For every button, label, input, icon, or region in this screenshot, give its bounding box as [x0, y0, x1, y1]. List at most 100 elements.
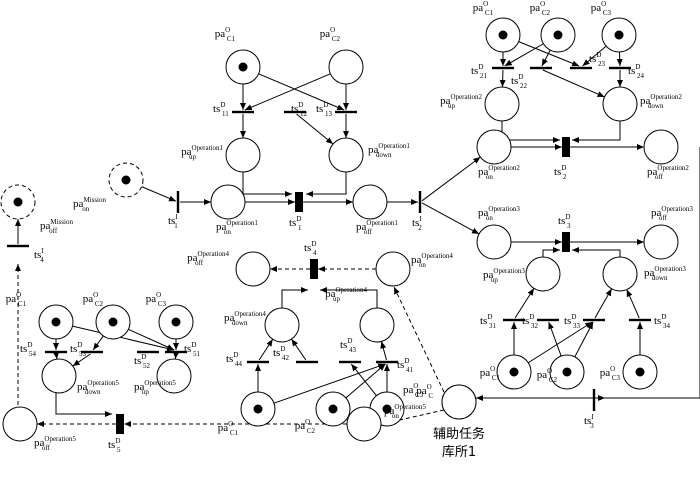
nodes-layer — [1, 18, 678, 441]
place-op1_on — [211, 185, 245, 219]
place-c1_op1 — [226, 50, 260, 84]
token-dot — [172, 318, 181, 327]
token-dot — [122, 176, 131, 185]
place-op5_on — [347, 407, 381, 441]
transition-ts21D — [492, 67, 514, 69]
transition-ts5D — [116, 414, 124, 434]
transition-ts42D — [296, 361, 318, 363]
place-circle — [477, 130, 511, 164]
token-dot — [510, 368, 519, 377]
token-dot — [109, 318, 118, 327]
transition-ts33D — [583, 319, 605, 321]
transition-ts3I — [593, 389, 595, 411]
transition-ts2D — [562, 137, 570, 157]
place-op2_up — [485, 87, 519, 121]
token-dot — [329, 405, 338, 414]
arc-ts44D-to-op4_down — [259, 339, 273, 360]
token-dot — [254, 405, 263, 414]
place-depot — [442, 385, 476, 419]
token-dot — [563, 368, 572, 377]
transition-ts34D — [629, 319, 651, 321]
route-arc-3 — [394, 287, 444, 392]
arc-c2_op3-to-ts32D — [549, 322, 561, 356]
place-op3_off — [644, 225, 678, 259]
place-op1_down — [329, 138, 363, 172]
place-c2_op5 — [96, 305, 130, 339]
place-mission_off — [1, 185, 35, 219]
place-circle — [236, 252, 270, 286]
place-circle — [526, 257, 560, 291]
place-op1_off — [353, 185, 387, 219]
arc-ts2I-to-op2_on — [422, 157, 480, 201]
transition-ts23D — [570, 67, 592, 69]
arc-ts12D-to-op1_down — [297, 114, 333, 144]
place-c2_op1 — [329, 50, 363, 84]
place-circle — [360, 308, 394, 342]
place-c1_op4 — [241, 392, 275, 426]
route-arc-9 — [572, 121, 620, 140]
transition-ts41D — [376, 361, 398, 363]
place-circle — [265, 308, 299, 342]
route-arc-7 — [306, 172, 346, 194]
token-dot — [14, 198, 23, 207]
route-arc-12 — [282, 290, 308, 308]
arc-ts22D-to-op2_down — [543, 70, 605, 97]
place-circle — [603, 87, 637, 121]
place-c2_op4 — [316, 392, 350, 426]
place-circle — [157, 359, 191, 393]
arc-ts42D-to-op4_down — [292, 339, 306, 360]
place-circle — [3, 407, 37, 441]
depot-label-line2: 库所1 — [442, 444, 476, 460]
place-circle — [644, 225, 678, 259]
arc-c2_op5-to-ts53D — [93, 336, 103, 350]
route-arc-10 — [543, 250, 560, 257]
place-circle — [42, 359, 76, 393]
place-c2_op2 — [541, 18, 575, 52]
place-op1_up — [226, 138, 260, 172]
place-circle — [211, 185, 245, 219]
arc-ts54D-to-op5_down — [56, 354, 57, 359]
arc-ts41D-to-op4_up — [381, 341, 386, 360]
place-op2_on — [477, 130, 511, 164]
transition-ts1I — [177, 191, 179, 213]
transition-ts32D — [537, 319, 559, 321]
transition-ts44D — [247, 361, 269, 363]
place-circle — [329, 50, 363, 84]
transition-ts22D — [530, 67, 552, 69]
token-dot — [636, 368, 645, 377]
depot-label-line1: 辅助任务 — [433, 426, 485, 442]
token-dot — [615, 31, 624, 40]
arc-mission_on-to-ts1I — [142, 187, 176, 202]
place-circle — [347, 407, 381, 441]
arcs-layer — [18, 42, 700, 440]
place-circle — [353, 185, 387, 219]
transition-ts4D — [310, 259, 318, 279]
place-op2_down — [603, 87, 637, 121]
route-arc-6 — [243, 172, 292, 194]
transition-ts43D — [339, 361, 361, 363]
